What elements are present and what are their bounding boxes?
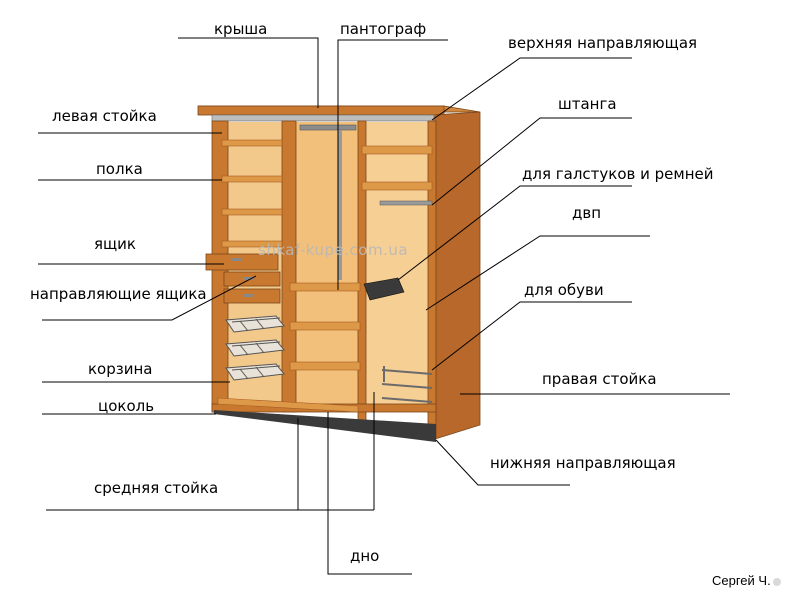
pantograph-bar [299,124,357,131]
shoe-rack [381,366,433,403]
label-shoes: для обуви [524,281,604,299]
signature: Сергей Ч. [712,573,771,588]
right-post-side [431,111,481,441]
signature-mark-icon [773,578,781,586]
label-plinth: цоколь [98,397,155,415]
label-ties-belts: для галстуков и ремней [522,165,714,183]
label-basket: корзина [88,360,153,378]
label-right-post: правая стойка [542,370,657,388]
label-bottom: дно [350,547,380,565]
hanging-rod [379,200,433,206]
top-rail [211,114,435,122]
label-shelf: полка [96,160,143,178]
watermark: shkaf-kupe.com.ua [258,241,409,259]
label-left-post: левая стойка [52,107,157,125]
left-shelves [221,139,283,248]
right-shelves [361,145,433,191]
label-drawer-rails: направляющие ящика [30,285,207,303]
label-pantograph: пантограф [340,20,427,38]
drawers [205,253,281,304]
roof-front-edge [197,105,445,116]
label-rod: штанга [558,95,617,113]
right-post-front [427,120,437,439]
leader-lines [38,37,730,575]
label-middle-post: средняя стойка [94,479,219,497]
baskets [225,315,285,381]
middle-post-2 [357,120,367,421]
bottom-rail [214,410,436,442]
label-roof: крыша [214,20,268,38]
back-panel-right [366,122,430,412]
label-hardboard: двп [572,204,602,222]
middle-shelves [289,282,361,371]
bottom-panel [217,397,359,413]
label-top-rail: верхняя направляющая [508,34,698,52]
tie-belt-holder [363,277,405,301]
label-bottom-rail: нижняя направляющая [490,454,676,472]
label-drawer: ящик [94,235,136,253]
pantograph-rod [338,130,342,280]
